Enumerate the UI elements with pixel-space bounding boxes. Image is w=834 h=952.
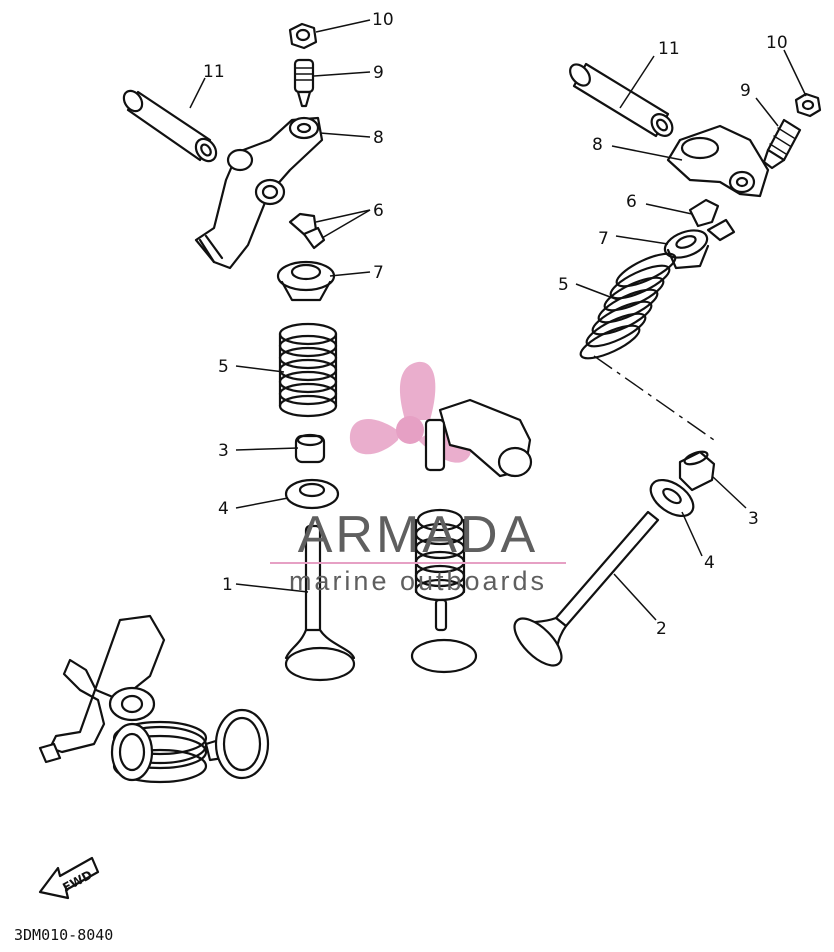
callout-9-left: 9 xyxy=(373,63,384,83)
watermark-tagline: marine outboards xyxy=(289,566,547,596)
part-5-valve-spring-left xyxy=(278,322,338,418)
part-5-valve-spring-right xyxy=(579,252,677,360)
armada-wordmark: ARMADA marine outboards xyxy=(270,506,566,596)
part-10-nut-right xyxy=(794,92,822,118)
callout-8-left: 8 xyxy=(373,128,384,148)
callout-5-right: 5 xyxy=(558,275,569,295)
part-8-rocker-arm-left xyxy=(194,116,324,270)
part-9-adjusting-screw-left xyxy=(293,58,315,108)
part-7-spring-retainer-left xyxy=(276,260,336,302)
assembled-valve-center xyxy=(410,508,478,674)
part-11-rocker-shaft-left xyxy=(122,89,218,163)
callout-3-left: 3 xyxy=(218,441,229,461)
part-8-rocker-arm-right xyxy=(666,124,770,198)
part-10-nut-left xyxy=(288,22,318,50)
callout-6-right: 6 xyxy=(626,192,637,212)
part-2-exhaust-valve xyxy=(513,510,660,667)
callout-7-right: 7 xyxy=(598,229,609,249)
callout-11-right: 11 xyxy=(658,39,680,59)
callout-7-left: 7 xyxy=(373,263,384,283)
part-7-spring-retainer-right xyxy=(663,229,710,270)
part-6-valve-cotters-left xyxy=(288,212,326,250)
callout-1-left: 1 xyxy=(222,575,233,595)
callout-10-left: 10 xyxy=(372,10,394,30)
assembled-view-bottom-left xyxy=(38,614,270,784)
part-3-stem-seal-left xyxy=(294,433,326,464)
callout-4-left: 4 xyxy=(218,499,229,519)
part-4-spring-seat-right xyxy=(649,478,695,518)
callout-6-left: 6 xyxy=(373,201,384,221)
part-9-adjusting-screw-right xyxy=(762,118,802,170)
watermark-brand: ARMADA xyxy=(298,506,538,564)
assembled-rocker-center xyxy=(424,398,533,478)
callout-4-right: 4 xyxy=(704,553,715,573)
part-4-spring-seat-left xyxy=(284,478,340,510)
diagram-code: 3DM010-8040 xyxy=(14,926,113,944)
callout-10-right: 10 xyxy=(766,33,788,53)
leader-lines xyxy=(189,19,807,621)
callout-3-right: 3 xyxy=(748,509,759,529)
part-3-stem-seal-right xyxy=(678,450,716,492)
callout-5-left: 5 xyxy=(218,357,229,377)
callout-8-right: 8 xyxy=(592,135,603,155)
callout-9-right: 9 xyxy=(740,81,751,101)
callout-11-left: 11 xyxy=(203,62,225,82)
part-6-valve-cotters-right xyxy=(688,198,736,242)
assembly-axis-line-right xyxy=(593,355,715,441)
fwd-direction-arrow: FWD xyxy=(38,856,100,900)
callout-labels: 10 9 11 8 6 7 5 3 4 1 11 10 9 8 6 7 5 3 … xyxy=(203,10,788,639)
part-11-rocker-shaft-right xyxy=(569,62,674,138)
callout-2-right: 2 xyxy=(656,619,667,639)
part-1-intake-valve xyxy=(284,524,356,682)
